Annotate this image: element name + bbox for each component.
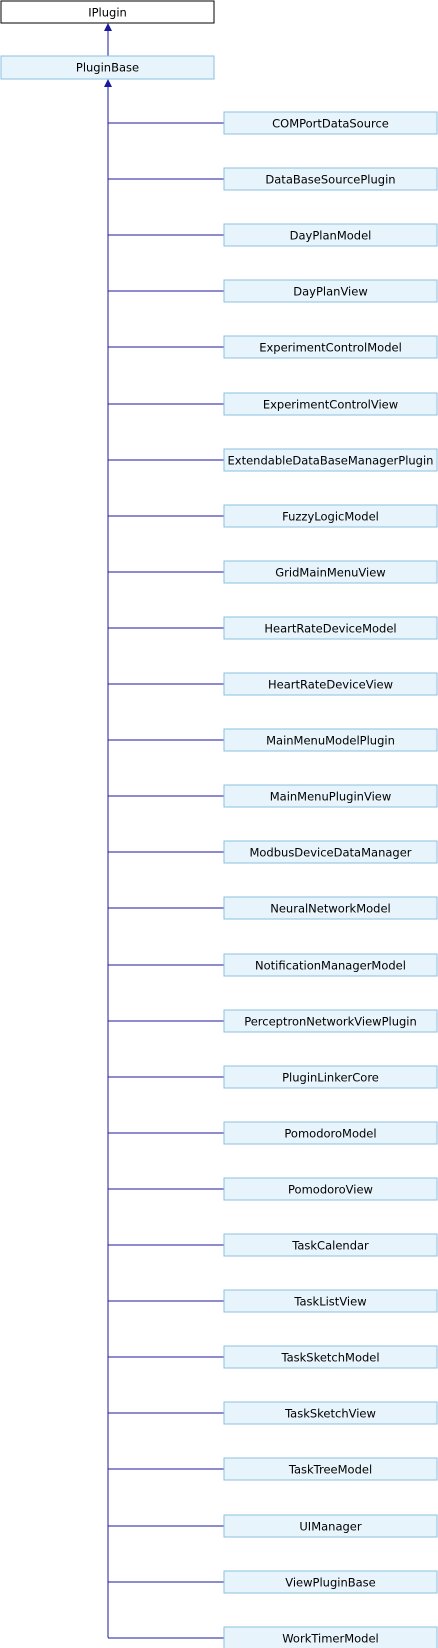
perceptronnetworkviewplugin-box	[223, 1009, 438, 1033]
tasktreemodel-box	[223, 1457, 438, 1481]
mainmenupluginview-label: MainMenuPluginView	[270, 790, 392, 804]
pomodoromodel-box	[223, 1121, 438, 1145]
tasksketchmodel-box	[223, 1345, 438, 1369]
node-tasklistview[interactable]: TaskListView	[223, 1289, 438, 1313]
tasklistview-box	[223, 1289, 438, 1313]
arrowhead-iplugin	[104, 23, 112, 31]
viewpluginbase-label: ViewPluginBase	[285, 1576, 376, 1590]
node-tasktreemodel[interactable]: TaskTreeModel	[223, 1457, 438, 1481]
iplugin-box	[0, 0, 215, 24]
pomodoroview-box	[223, 1177, 438, 1201]
tasksketchmodel-label: TaskSketchModel	[280, 1351, 379, 1365]
heartratedevicemodel-box	[223, 616, 438, 640]
pomodoromodel-label: PomodoroModel	[284, 1127, 376, 1141]
connector-lines	[104, 23, 224, 1639]
derived-classes: COMPortDataSourceDataBaseSourcePluginDay…	[223, 111, 438, 1648]
extendabledatabasemanagerplugin-label: ExtendableDataBaseManagerPlugin	[228, 454, 434, 468]
pluginlinkercore-label: PluginLinkerCore	[282, 1071, 379, 1085]
heartratedeviceview-box	[223, 672, 438, 696]
node-mainmenumodelplugin[interactable]: MainMenuModelPlugin	[223, 728, 438, 752]
modbusdevicedatamanager-label: ModbusDeviceDataManager	[249, 846, 411, 860]
dayplanmodel-label: DayPlanModel	[290, 229, 372, 243]
node-pluginbase[interactable]: PluginBase	[0, 55, 215, 80]
gridmainmenuview-box	[223, 560, 438, 584]
pluginbase-box	[0, 55, 215, 80]
node-dayplanview[interactable]: DayPlanView	[223, 279, 438, 303]
pomodoroview-label: PomodoroView	[288, 1183, 373, 1197]
modbusdevicedatamanager-box	[223, 840, 438, 864]
heartratedevicemodel-label: HeartRateDeviceModel	[264, 622, 396, 636]
node-dayplanmodel[interactable]: DayPlanModel	[223, 223, 438, 247]
node-mainmenupluginview[interactable]: MainMenuPluginView	[223, 784, 438, 808]
node-heartratedeviceview[interactable]: HeartRateDeviceView	[223, 672, 438, 696]
databasesourceplugin-box	[223, 167, 438, 191]
dayplanmodel-box	[223, 223, 438, 247]
experimentcontrolmodel-box	[223, 335, 438, 359]
mainmenumodelplugin-label: MainMenuModelPlugin	[266, 734, 395, 748]
node-tasksketchmodel[interactable]: TaskSketchModel	[223, 1345, 438, 1369]
extendabledatabasemanagerplugin-box	[223, 448, 438, 472]
notificationmanagermodel-label: NotificationManagerModel	[255, 959, 406, 973]
neuralnetworkmodel-label: NeuralNetworkModel	[270, 902, 390, 916]
mainmenumodelplugin-box	[223, 728, 438, 752]
pluginbase-label: PluginBase	[76, 61, 139, 75]
comportdatasource-label: COMPortDataSource	[272, 117, 389, 131]
viewpluginbase-box	[223, 1570, 438, 1594]
node-iplugin[interactable]: IPlugin	[0, 0, 215, 24]
node-pomodoroview[interactable]: PomodoroView	[223, 1177, 438, 1201]
node-pluginlinkercore[interactable]: PluginLinkerCore	[223, 1065, 438, 1089]
node-worktimermodel[interactable]: WorkTimerModel	[223, 1626, 438, 1648]
worktimermodel-box	[223, 1626, 438, 1648]
node-perceptronnetworkviewplugin[interactable]: PerceptronNetworkViewPlugin	[223, 1009, 438, 1033]
node-notificationmanagermodel[interactable]: NotificationManagerModel	[223, 953, 438, 977]
databasesourceplugin-label: DataBaseSourcePlugin	[265, 173, 395, 187]
uimanager-box	[223, 1514, 438, 1538]
neuralnetworkmodel-box	[223, 896, 438, 920]
uimanager-label: UIManager	[299, 1520, 361, 1534]
dayplanview-box	[223, 279, 438, 303]
fuzzylogicmodel-label: FuzzyLogicModel	[282, 510, 379, 524]
node-uimanager[interactable]: UIManager	[223, 1514, 438, 1538]
fuzzylogicmodel-box	[223, 504, 438, 528]
arrowhead-pluginbase	[104, 79, 112, 87]
tasklistview-label: TaskListView	[293, 1295, 366, 1309]
node-extendabledatabasemanagerplugin[interactable]: ExtendableDataBaseManagerPlugin	[223, 448, 438, 472]
node-databasesourceplugin[interactable]: DataBaseSourcePlugin	[223, 167, 438, 191]
perceptronnetworkviewplugin-label: PerceptronNetworkViewPlugin	[244, 1015, 417, 1029]
worktimermodel-label: WorkTimerModel	[282, 1632, 379, 1646]
pluginlinkercore-box	[223, 1065, 438, 1089]
node-taskcalendar[interactable]: TaskCalendar	[223, 1233, 438, 1257]
node-experimentcontrolmodel[interactable]: ExperimentControlModel	[223, 335, 438, 359]
node-neuralnetworkmodel[interactable]: NeuralNetworkModel	[223, 896, 438, 920]
node-pomodoromodel[interactable]: PomodoroModel	[223, 1121, 438, 1145]
tasksketchview-label: TaskSketchView	[284, 1407, 376, 1421]
taskcalendar-box	[223, 1233, 438, 1257]
taskcalendar-label: TaskCalendar	[291, 1239, 369, 1253]
node-comportdatasource[interactable]: COMPortDataSource	[223, 111, 438, 135]
tasksketchview-box	[223, 1401, 438, 1425]
node-heartratedevicemodel[interactable]: HeartRateDeviceModel	[223, 616, 438, 640]
node-tasksketchview[interactable]: TaskSketchView	[223, 1401, 438, 1425]
node-gridmainmenuview[interactable]: GridMainMenuView	[223, 560, 438, 584]
node-modbusdevicedatamanager[interactable]: ModbusDeviceDataManager	[223, 840, 438, 864]
experimentcontrolmodel-label: ExperimentControlModel	[259, 341, 402, 355]
dayplanview-label: DayPlanView	[293, 285, 367, 299]
experimentcontrolview-box	[223, 392, 438, 416]
experimentcontrolview-label: ExperimentControlView	[263, 398, 398, 412]
gridmainmenuview-label: GridMainMenuView	[275, 566, 385, 580]
node-viewpluginbase[interactable]: ViewPluginBase	[223, 1570, 438, 1594]
iplugin-label: IPlugin	[88, 6, 127, 20]
node-experimentcontrolview[interactable]: ExperimentControlView	[223, 392, 438, 416]
heartratedeviceview-label: HeartRateDeviceView	[268, 678, 393, 692]
comportdatasource-box	[223, 111, 438, 135]
tasktreemodel-label: TaskTreeModel	[288, 1463, 372, 1477]
node-fuzzylogicmodel[interactable]: FuzzyLogicModel	[223, 504, 438, 528]
notificationmanagermodel-box	[223, 953, 438, 977]
mainmenupluginview-box	[223, 784, 438, 808]
